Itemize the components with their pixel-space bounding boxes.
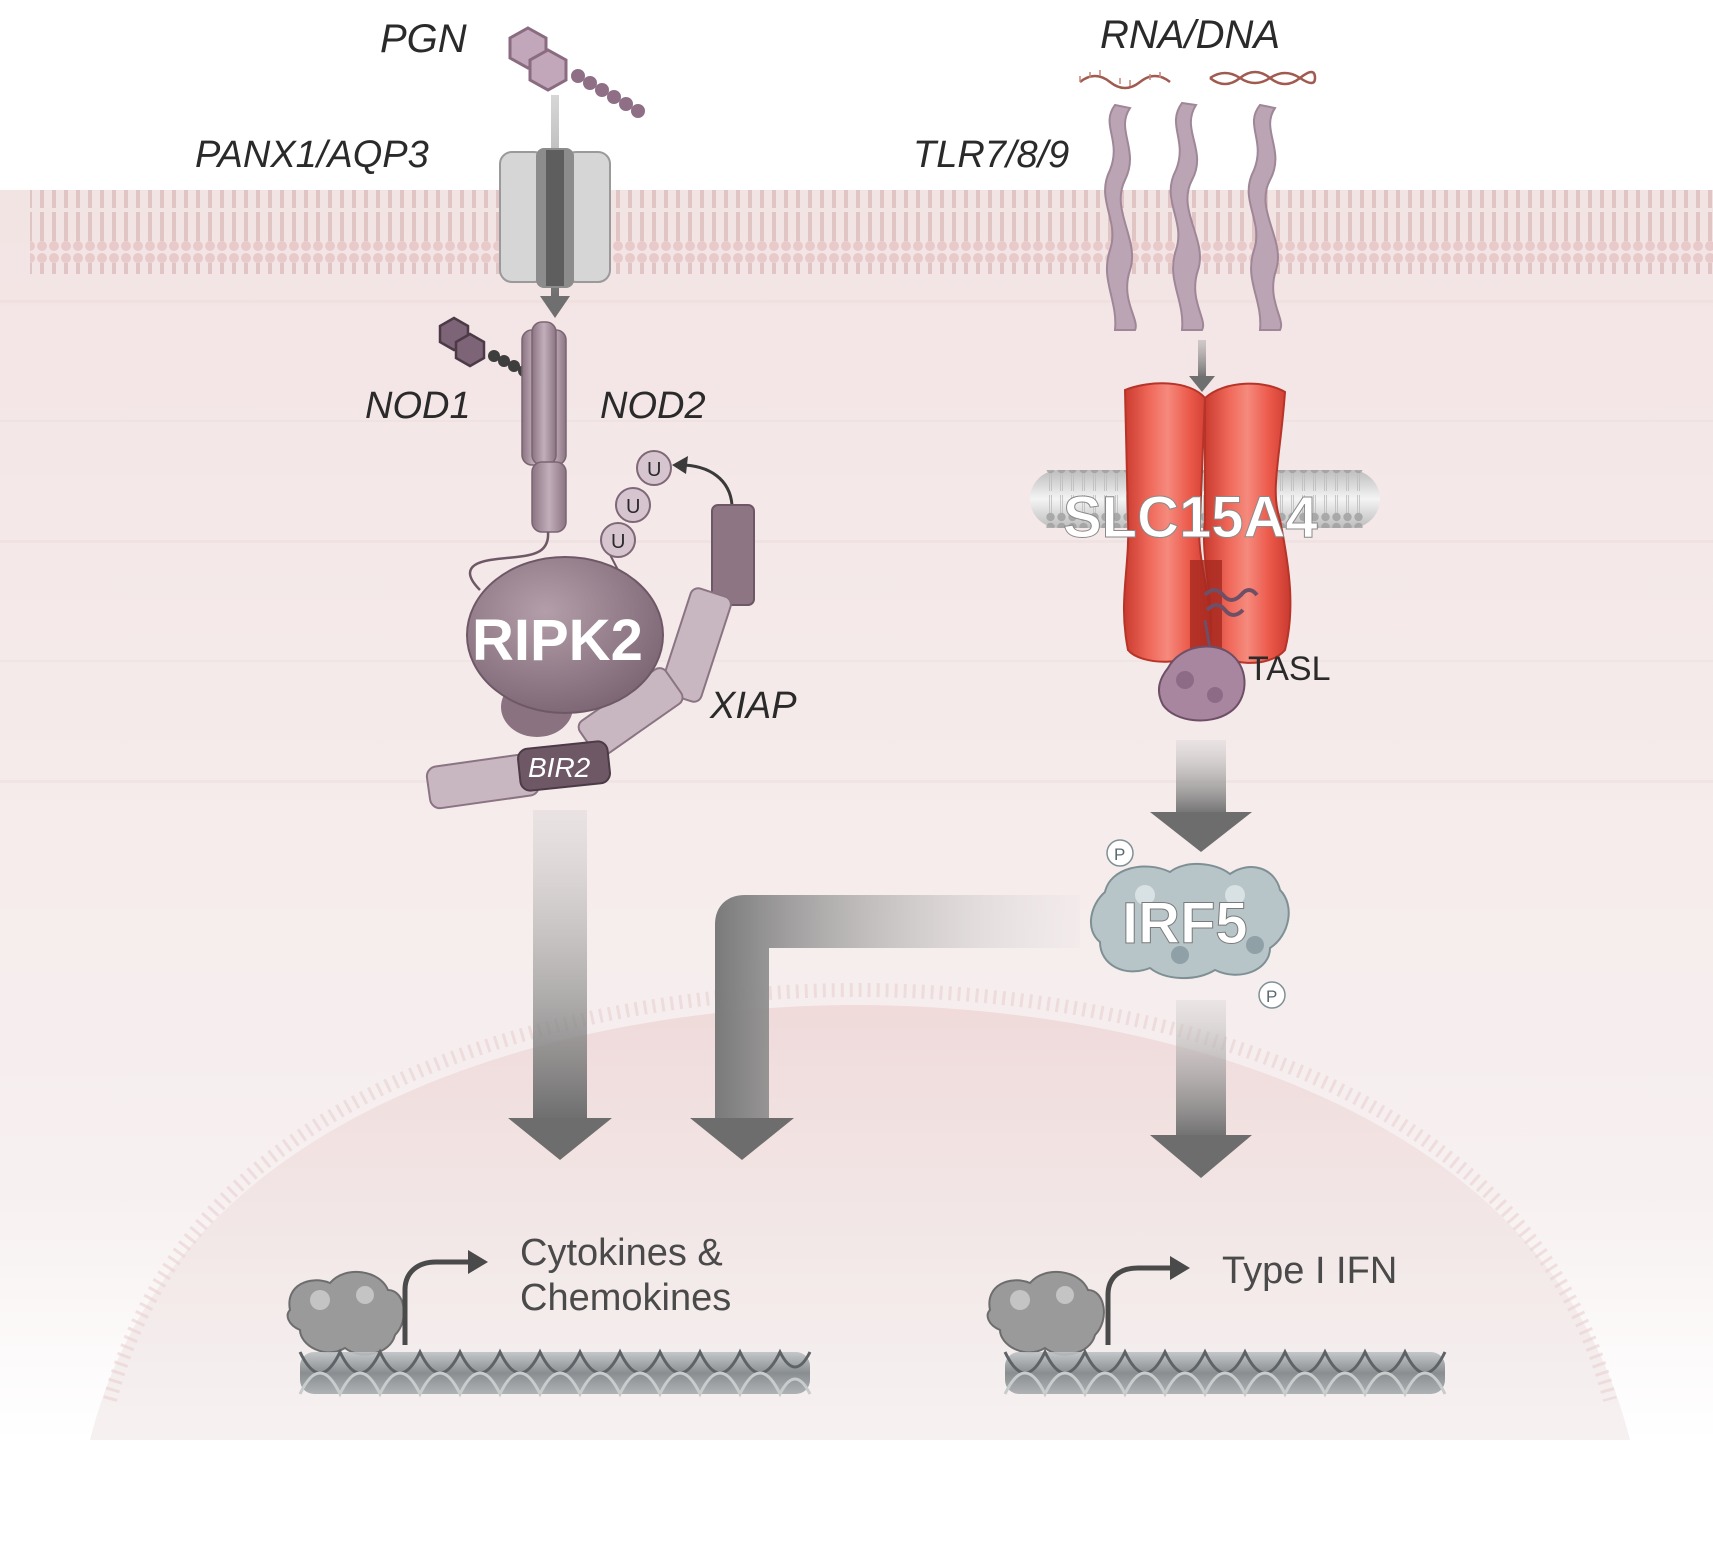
slc-to-irf5-arrow-shaft <box>1176 740 1226 816</box>
ripk2-label: RIPK2 <box>472 608 643 673</box>
svg-text:P: P <box>1114 845 1125 864</box>
svg-text:U: U <box>647 459 661 481</box>
tlr-receptors <box>1104 101 1283 331</box>
cytokines-label-line1: Cytokines & <box>520 1232 723 1274</box>
pgn-label: PGN <box>380 17 467 61</box>
transcription-arrow-right <box>1105 1265 1172 1345</box>
ripk2-signal-arrowhead <box>508 1118 612 1160</box>
nod2-label: NOD2 <box>600 385 706 427</box>
tlr-label: TLR7/8/9 <box>913 134 1069 176</box>
bir2-domain <box>517 740 611 792</box>
panx1-aqp3-channel <box>499 148 611 288</box>
xiap-label: XIAP <box>709 685 797 727</box>
transcription-complex-right <box>986 1270 1105 1356</box>
pgn-transport-arrowhead <box>540 296 570 318</box>
nod1-label: NOD1 <box>365 385 471 427</box>
type-i-ifn-label: Type I IFN <box>1222 1250 1397 1292</box>
irf5-dimer <box>1089 862 1290 980</box>
nucleic-acids <box>1079 70 1317 90</box>
cytokines-label-line2: Chemokines <box>520 1277 731 1319</box>
tlr-to-slc-arrow-shaft <box>1198 340 1206 378</box>
dna-helix-right <box>1003 1348 1447 1398</box>
nod1-nod2-receptor <box>468 321 567 591</box>
irf5-to-ifn-arrow-shaft <box>1176 1000 1226 1140</box>
tasl-label: TASL <box>1248 650 1331 688</box>
irf5-to-cytokines-arrowhead <box>690 1118 794 1160</box>
ubiquitin-2 <box>615 487 651 523</box>
irf5-to-ifn-arrowhead <box>1150 1135 1252 1178</box>
ripk2-kinase <box>466 556 664 737</box>
slc15a4-transporter <box>1123 382 1292 664</box>
transcription-complex-left <box>286 1270 405 1356</box>
svg-text:U: U <box>626 496 640 518</box>
rna-dna-label: RNA/DNA <box>1100 13 1280 57</box>
bir2-label: BIR2 <box>528 752 591 783</box>
slc15a4-label: SLC15A4 <box>1063 485 1318 550</box>
nucleus <box>90 1005 1630 1440</box>
plasma-membrane <box>30 190 1713 274</box>
svg-text:U: U <box>611 531 625 553</box>
tlr-to-slc-arrowhead <box>1189 376 1215 392</box>
tasl-protein <box>1157 588 1259 722</box>
irf5-to-cytokines-arrow <box>715 895 1080 1118</box>
ubiquitin-1 <box>600 522 636 558</box>
panx-label: PANX1/AQP3 <box>195 134 429 176</box>
ripk2-signal-arrow-shaft <box>533 810 587 1122</box>
ubiquitin-3 <box>636 450 672 486</box>
svg-text:P: P <box>1266 987 1277 1006</box>
phospho-group-2: P <box>1258 981 1286 1009</box>
slc-to-irf5-arrowhead <box>1150 812 1252 852</box>
ubiquitination-arrow <box>679 463 734 506</box>
phospho-group-1: P <box>1106 839 1134 867</box>
ubiquitin-chain: U U U <box>600 450 734 571</box>
pgn-molecule <box>508 26 645 118</box>
dna-helix-left <box>298 1348 812 1398</box>
cytoplasm-texture <box>0 300 1713 783</box>
transcription-arrow-left <box>402 1259 470 1345</box>
irf5-label: IRF5 <box>1122 891 1248 956</box>
